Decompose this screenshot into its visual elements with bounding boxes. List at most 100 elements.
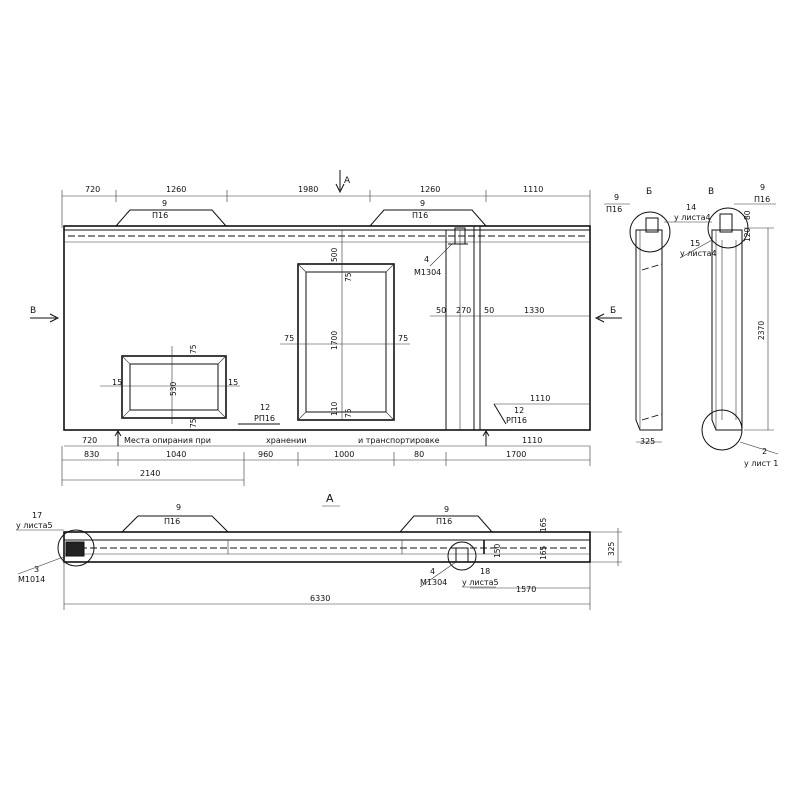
side-view-v: В 9 П16 80 120 15 у листа4 2370 2 у лист… xyxy=(679,183,778,468)
side-v-code: П16 xyxy=(754,195,770,204)
total-dim-2140: 2140 xyxy=(140,469,160,478)
corner-line xyxy=(385,411,395,421)
small-opening-top: 75 xyxy=(189,344,198,354)
large-opening-side-left: 75 xyxy=(284,334,294,343)
corner-line xyxy=(217,409,227,419)
side-v-bottom-ref-num: 2 xyxy=(762,447,767,456)
top-dim-1110: 1110 xyxy=(523,185,543,194)
corner-line xyxy=(217,355,227,365)
detail-circle-14 xyxy=(629,211,671,253)
section-loop-left-code: П16 xyxy=(164,517,180,526)
side-b-hidden xyxy=(641,263,663,271)
support-right-dim: 1110 xyxy=(522,436,542,445)
large-opening-top-dim: 500 xyxy=(330,247,339,262)
section-left-ref-num: 17 xyxy=(32,511,42,520)
marker-12-code-right: РП16 xyxy=(506,416,527,425)
embedded-plate-left xyxy=(65,541,85,557)
support-left-dim: 720 xyxy=(82,436,97,445)
section-body xyxy=(63,531,591,563)
side-b-loop xyxy=(645,217,659,233)
large-opening-side-right: 75 xyxy=(398,334,408,343)
top-dim-1260-left: 1260 xyxy=(166,185,186,194)
large-opening-corner-top: 75 xyxy=(344,272,353,282)
side-b-ref-num: 14 xyxy=(686,203,696,212)
side-b-hidden xyxy=(641,413,663,421)
bottom-dim-80: 80 xyxy=(414,450,424,459)
large-opening-bottom-dim: 110 xyxy=(330,401,339,416)
side-v-ref-num: 15 xyxy=(690,239,700,248)
section-loop-right-code: П16 xyxy=(436,517,452,526)
section-loop-right xyxy=(399,515,493,533)
arrow-b-label: Б xyxy=(610,306,616,316)
bottom-dim-1000: 1000 xyxy=(334,450,354,459)
section-mid-marker-leader xyxy=(419,561,457,588)
corner-line xyxy=(297,263,307,273)
small-opening-height: 530 xyxy=(169,381,178,396)
side-v-ref-leader xyxy=(679,239,713,259)
support-text-1: Места опирания при xyxy=(124,436,211,445)
section-dim-325: 325 xyxy=(607,541,616,556)
corner-line xyxy=(297,411,307,421)
embedded-plate-mid xyxy=(455,547,469,563)
large-opening-inner xyxy=(305,271,387,413)
side-v-title: В xyxy=(708,187,714,197)
side-b-title: Б xyxy=(646,187,652,197)
marker-12-leader-right xyxy=(493,403,507,425)
arrow-v-head xyxy=(49,313,60,323)
bottom-dim-1040: 1040 xyxy=(166,450,186,459)
section-loop-left-num: 9 xyxy=(176,503,181,512)
marker-4-code: М1304 xyxy=(414,268,441,277)
section-mid-marker-num: 4 xyxy=(430,567,435,576)
section-loop-right-num: 9 xyxy=(444,505,449,514)
section-mid-ref-sheet: у листа5 xyxy=(462,578,499,587)
arrow-v-label: В xyxy=(30,306,36,316)
row-dim-270: 270 xyxy=(456,306,471,315)
support-arrow-left xyxy=(114,430,122,437)
section-left-marker-leader xyxy=(17,555,67,575)
detail-circle-18 xyxy=(447,541,477,571)
side-v-ref-sheet: у листа4 xyxy=(680,249,717,258)
plan-view: 720 1260 1980 1260 1110 А 9 П16 9 П16 4 … xyxy=(30,170,622,486)
side-v-bottom-ref-sheet: у лист 1 xyxy=(744,459,778,468)
loop-left-code: П16 xyxy=(152,211,168,220)
large-opening-height: 1700 xyxy=(330,331,339,350)
section-left-ref-sheet: у листа5 xyxy=(16,521,53,530)
large-opening-corner-bottom: 75 xyxy=(344,408,353,418)
section-mid-ref-num: 18 xyxy=(480,567,490,576)
loop-right-code: П16 xyxy=(412,211,428,220)
section-arrow-a-head xyxy=(335,183,345,194)
support-text-2: хранении xyxy=(266,436,307,445)
marker-12-num-left: 12 xyxy=(260,403,270,412)
small-opening-left: 15 xyxy=(112,378,122,387)
support-text-3: и транспортировке xyxy=(358,436,440,445)
section-mid-marker-code: М1304 xyxy=(420,578,447,587)
side-v-num: 9 xyxy=(760,183,765,192)
side-b-code: П16 xyxy=(606,205,622,214)
marker-4-leader xyxy=(429,243,453,267)
side-v-height: 2370 xyxy=(757,321,766,340)
small-opening-bottom: 75 xyxy=(189,418,198,428)
detail-circle-17 xyxy=(57,529,95,567)
side-b-ref-sheet: у листа4 xyxy=(674,213,711,222)
section-dim-1570: 1570 xyxy=(516,585,536,594)
side-b-width: 325 xyxy=(640,437,655,446)
detail-circle-2 xyxy=(701,409,743,451)
corner-line xyxy=(121,409,131,419)
section-left-marker-code: М1014 xyxy=(18,575,45,584)
section-loop-left xyxy=(121,515,229,533)
row-dim-50-a: 50 xyxy=(436,306,446,315)
section-left-marker-num: 3 xyxy=(34,565,39,574)
support-arrow-right xyxy=(482,430,490,437)
small-opening-inner xyxy=(129,363,219,411)
section-a-title: А xyxy=(326,492,334,505)
top-dim-1980: 1980 xyxy=(298,185,318,194)
side-v-dim-80: 80 xyxy=(743,210,752,220)
arrow-b-head xyxy=(594,313,605,323)
small-opening-outer xyxy=(121,355,227,419)
side-b-num: 9 xyxy=(614,193,619,202)
bottom-dim-960: 960 xyxy=(258,450,273,459)
row-dim-1330: 1330 xyxy=(524,306,544,315)
side-view-b: Б 9 П16 14 у листа4 325 xyxy=(604,187,712,446)
